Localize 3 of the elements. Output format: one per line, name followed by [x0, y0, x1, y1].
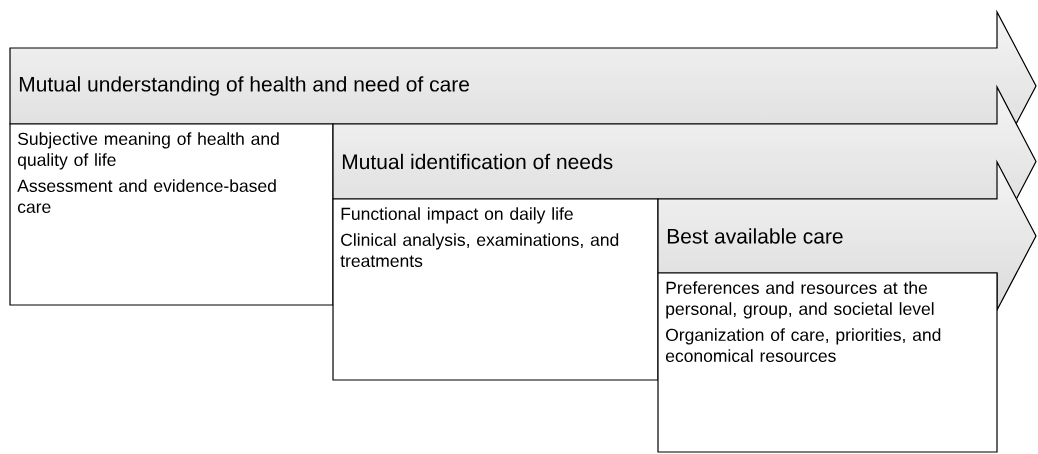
text-box: Subjective meaning of health and quality of life Assessment and evidence-based care	[9, 123, 334, 306]
text-box: Preferences and resources at the personal, group, and societal level Organization of care, priorities, and economical resources	[657, 272, 998, 453]
text-box: Functional impact on daily life Clinical analysis, examinations, and treatments	[332, 198, 659, 381]
